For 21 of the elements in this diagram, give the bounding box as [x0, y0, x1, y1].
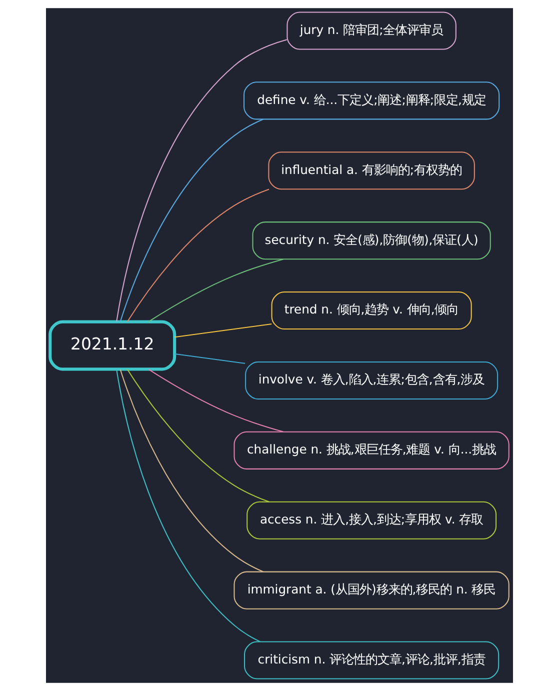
node-box: define v. 给...下定义;阐述;阐释;限定,规定 — [244, 82, 500, 120]
node-box: access n. 进入,接入,到达;享用权 v. 存取 — [246, 501, 497, 540]
node-box: challenge n. 挑战,艰巨任务,难题 v. 向...挑战 — [234, 431, 510, 470]
connector — [116, 369, 260, 642]
node-box: criticism n. 评论性的文章,评论,批评,指责 — [244, 641, 500, 680]
node-box: 2021.1.12 — [48, 320, 176, 371]
node-box: immigrant a. (从国外)移来的,移民的 n. 移民 — [234, 571, 510, 610]
connector — [120, 369, 264, 572]
connector — [126, 368, 270, 502]
connector — [148, 368, 284, 432]
node-box: security n. 安全(感),防御(物),保证(人) — [252, 222, 491, 260]
node-box: involve v. 卷入,陷入,连累;包含,含有,涉及 — [245, 361, 498, 400]
connector — [120, 118, 264, 322]
node-box: jury n. 陪审团;全体评审员 — [286, 12, 456, 50]
connector — [116, 39, 288, 322]
node-box: trend n. 倾向,趋势 v. 伸向,倾向 — [271, 292, 472, 330]
connector — [174, 323, 272, 338]
connector — [174, 353, 246, 364]
connector — [148, 258, 284, 322]
connector — [126, 188, 270, 322]
node-box: influential a. 有影响的;有权势的 — [268, 152, 475, 190]
